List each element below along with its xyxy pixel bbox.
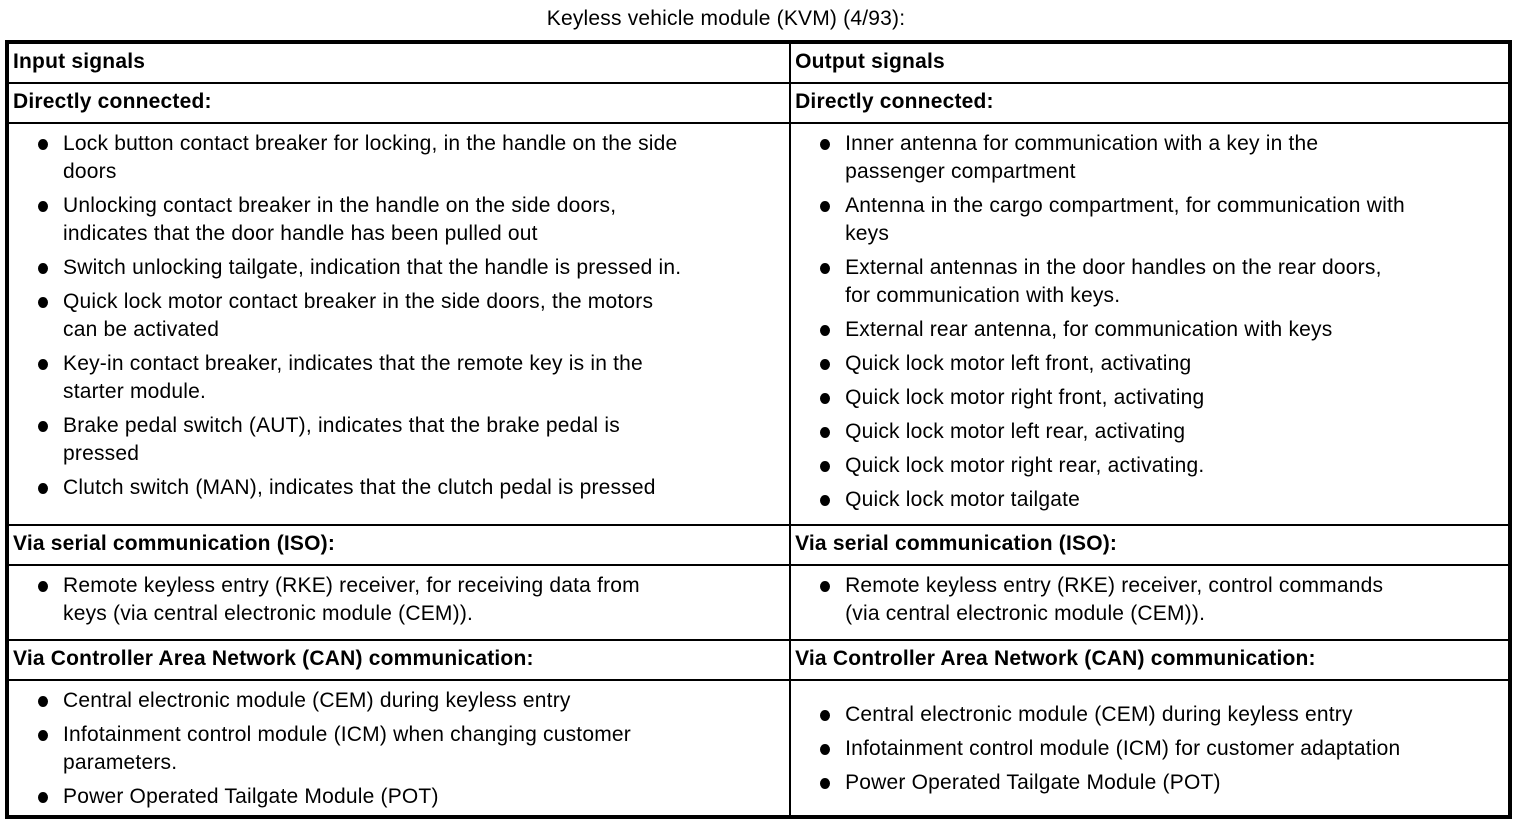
list-item: Quick lock motor left rear, activating bbox=[793, 418, 1500, 446]
output-directly-connected-list: Inner antenna for communication with a k… bbox=[793, 130, 1500, 514]
list-item: Central electronic module (CEM) during k… bbox=[793, 701, 1500, 729]
list-item: Brake pedal switch (AUT), indicates that… bbox=[11, 412, 781, 468]
page-title: Keyless vehicle module (KVM) (4/93): bbox=[546, 7, 906, 30]
list-item: Quick lock motor contact breaker in the … bbox=[11, 288, 781, 344]
output-can-list: Central electronic module (CEM) during k… bbox=[793, 701, 1500, 797]
list-item: Central electronic module (CEM) during k… bbox=[11, 687, 781, 715]
input-directly-connected-cell: Lock button contact breaker for locking,… bbox=[5, 122, 792, 526]
output-can-cell: Central electronic module (CEM) during k… bbox=[789, 679, 1511, 818]
list-item: Infotainment control module (ICM) for cu… bbox=[793, 735, 1500, 763]
can-items-row: Central electronic module (CEM) during k… bbox=[5, 679, 1511, 818]
list-item: Lock button contact breaker for locking,… bbox=[11, 130, 781, 186]
list-item: Power Operated Tailgate Module (POT) bbox=[11, 783, 781, 811]
list-item: Infotainment control module (ICM) when c… bbox=[11, 721, 781, 777]
list-item: Quick lock motor right front, activating bbox=[793, 384, 1500, 412]
output-directly-connected-label: Directly connected: bbox=[789, 82, 1511, 124]
input-can-cell: Central electronic module (CEM) during k… bbox=[5, 679, 792, 818]
input-signals-header: Input signals bbox=[5, 41, 792, 84]
list-item: Unlocking contact breaker in the handle … bbox=[11, 192, 781, 248]
output-directly-connected-cell: Inner antenna for communication with a k… bbox=[789, 122, 1511, 526]
output-iso-cell: Remote keyless entry (RKE) receiver, con… bbox=[789, 564, 1511, 641]
output-iso-list: Remote keyless entry (RKE) receiver, con… bbox=[793, 572, 1500, 628]
iso-items-row: Remote keyless entry (RKE) receiver, for… bbox=[5, 564, 1511, 641]
output-signals-header: Output signals bbox=[789, 41, 1511, 84]
list-item: Quick lock motor tailgate bbox=[793, 486, 1500, 514]
input-directly-connected-list: Lock button contact breaker for locking,… bbox=[11, 130, 781, 502]
can-header-row: Via Controller Area Network (CAN) commun… bbox=[5, 639, 1511, 681]
input-iso-label: Via serial communication (ISO): bbox=[5, 524, 792, 566]
list-item: Remote keyless entry (RKE) receiver, for… bbox=[11, 572, 781, 628]
list-item: Clutch switch (MAN), indicates that the … bbox=[11, 474, 781, 502]
document-page: Keyless vehicle module (KVM) (4/93): Inp… bbox=[0, 4, 1520, 826]
iso-header-row: Via serial communication (ISO): Via seri… bbox=[5, 524, 1511, 566]
list-item: Antenna in the cargo compartment, for co… bbox=[793, 192, 1500, 248]
input-directly-connected-label: Directly connected: bbox=[5, 82, 792, 124]
list-item: Remote keyless entry (RKE) receiver, con… bbox=[793, 572, 1500, 628]
list-item: Power Operated Tailgate Module (POT) bbox=[793, 769, 1500, 797]
kvm-signals-table: Input signals Output signals Directly co… bbox=[5, 40, 1512, 819]
list-item: Quick lock motor left front, activating bbox=[793, 350, 1500, 378]
output-can-label: Via Controller Area Network (CAN) commun… bbox=[789, 639, 1511, 681]
list-item: External antennas in the door handles on… bbox=[793, 254, 1500, 310]
list-item: External rear antenna, for communication… bbox=[793, 316, 1500, 344]
input-iso-cell: Remote keyless entry (RKE) receiver, for… bbox=[5, 564, 792, 641]
directly-connected-header-row: Directly connected: Directly connected: bbox=[5, 82, 1511, 124]
column-headers-row: Input signals Output signals bbox=[5, 41, 1511, 84]
list-item: Switch unlocking tailgate, indication th… bbox=[11, 254, 781, 282]
directly-connected-items-row: Lock button contact breaker for locking,… bbox=[5, 122, 1511, 526]
input-can-label: Via Controller Area Network (CAN) commun… bbox=[5, 639, 792, 681]
list-item: Quick lock motor right rear, activating. bbox=[793, 452, 1500, 480]
list-item: Inner antenna for communication with a k… bbox=[793, 130, 1500, 186]
list-item: Key-in contact breaker, indicates that t… bbox=[11, 350, 781, 406]
input-iso-list: Remote keyless entry (RKE) receiver, for… bbox=[11, 572, 781, 628]
output-iso-label: Via serial communication (ISO): bbox=[789, 524, 1511, 566]
input-can-list: Central electronic module (CEM) during k… bbox=[11, 687, 781, 811]
